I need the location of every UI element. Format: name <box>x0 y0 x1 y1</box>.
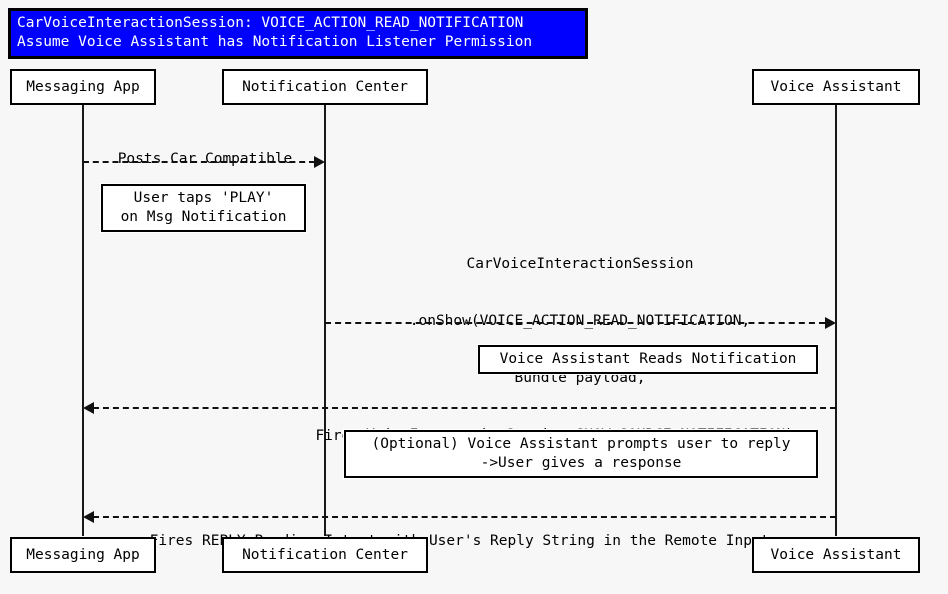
note-optional-prompt-line-2: ->User gives a response <box>480 455 682 471</box>
participant-head-messaging-app[interactable]: Messaging App <box>10 69 156 105</box>
message-label-on-show-line-2: .onShow(VOICE_ACTION_READ_NOTIFICATION, <box>409 313 751 329</box>
diagram-title-banner: CarVoiceInteractionSession: VOICE_ACTION… <box>8 8 588 59</box>
message-label-reply-intent-line-1: Fires REPLY Pending Intent with User's R… <box>149 533 770 549</box>
participant-head-notification-center[interactable]: Notification Center <box>222 69 428 105</box>
message-arrow-mark-as-read <box>93 407 836 409</box>
note-user-taps-play: User taps 'PLAY' on Msg Notification <box>100 183 307 233</box>
participant-foot-notification-center[interactable]: Notification Center <box>222 537 428 573</box>
participant-foot-voice-assistant[interactable]: Voice Assistant <box>752 537 920 573</box>
message-arrowhead-posts-notification <box>314 156 325 168</box>
message-arrowhead-reply-intent <box>83 511 94 523</box>
message-arrowhead-on-show <box>825 317 836 329</box>
diagram-title-line-1: CarVoiceInteractionSession: VOICE_ACTION… <box>17 15 524 31</box>
message-arrow-posts-notification <box>83 161 315 163</box>
note-optional-prompt-line-1: (Optional) Voice Assistant prompts user … <box>371 436 791 452</box>
message-label-on-show-line-1: CarVoiceInteractionSession <box>466 256 694 272</box>
participant-head-voice-assistant[interactable]: Voice Assistant <box>752 69 920 105</box>
note-assistant-reads: Voice Assistant Reads Notification <box>477 344 819 375</box>
message-arrow-reply-intent <box>93 516 836 518</box>
lifeline-voice-assistant <box>835 104 837 536</box>
diagram-title-line-2: Assume Voice Assistant has Notification … <box>17 34 533 50</box>
message-label-reply-intent: Fires REPLY Pending Intent with User's R… <box>83 494 836 589</box>
note-assistant-reads-line-1: Voice Assistant Reads Notification <box>499 351 797 367</box>
message-label-on-show-line-3: Bundle payload, <box>514 370 646 386</box>
participant-foot-messaging-app[interactable]: Messaging App <box>10 537 156 573</box>
lifeline-messaging-app <box>82 104 84 536</box>
message-label-posts-notification-line-1: Posts Car Compatible <box>117 151 293 167</box>
note-user-taps-play-line-1: User taps 'PLAY' <box>133 190 274 206</box>
message-arrow-on-show <box>325 322 825 324</box>
note-optional-prompt: (Optional) Voice Assistant prompts user … <box>343 429 819 479</box>
note-user-taps-play-line-2: on Msg Notification <box>120 209 287 225</box>
lifeline-notification-center <box>324 104 326 536</box>
message-arrowhead-mark-as-read <box>83 402 94 414</box>
